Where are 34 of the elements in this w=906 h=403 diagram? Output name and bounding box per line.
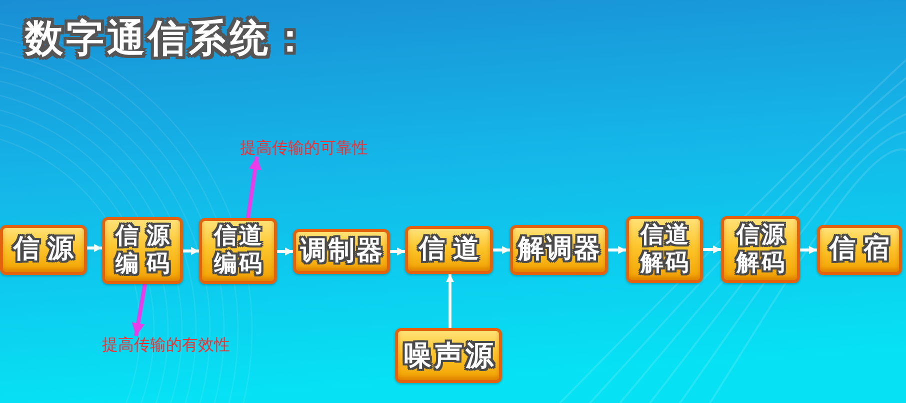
title: 数字通信系统：	[25, 16, 312, 62]
process-box	[510, 225, 608, 275]
box-label: 信道解码	[639, 222, 690, 278]
box-label: 解调器	[516, 234, 602, 266]
arrow	[608, 246, 626, 254]
box-label: 信道	[417, 234, 487, 266]
arrow	[132, 284, 147, 336]
box-label: 信源编码	[114, 222, 178, 278]
annotation-text: 提高传输的可靠性	[240, 139, 368, 157]
arrow	[390, 248, 405, 256]
process-box	[199, 218, 277, 284]
arrow	[277, 248, 293, 256]
box-label: 信源	[12, 234, 82, 266]
process-box	[0, 225, 87, 275]
box-label: 信宿	[828, 234, 898, 266]
process-box	[395, 328, 502, 383]
arrow	[493, 246, 510, 254]
annotation-text: 提高传输的有效性	[102, 336, 230, 354]
arrow	[246, 156, 262, 218]
arrow	[703, 246, 721, 254]
process-box	[405, 226, 493, 274]
box-label: 信源解码	[735, 222, 786, 278]
box-label: 信道编码	[212, 223, 264, 279]
arrow	[800, 246, 817, 254]
process-box	[817, 225, 902, 275]
process-box	[626, 216, 703, 283]
process-box	[293, 229, 390, 274]
box-label: 噪声源	[402, 338, 496, 372]
arrow	[183, 247, 199, 255]
arrow	[87, 244, 102, 252]
process-box	[102, 217, 183, 284]
box-label: 调制器	[299, 236, 384, 268]
process-box	[721, 216, 800, 283]
arrow	[446, 274, 454, 328]
